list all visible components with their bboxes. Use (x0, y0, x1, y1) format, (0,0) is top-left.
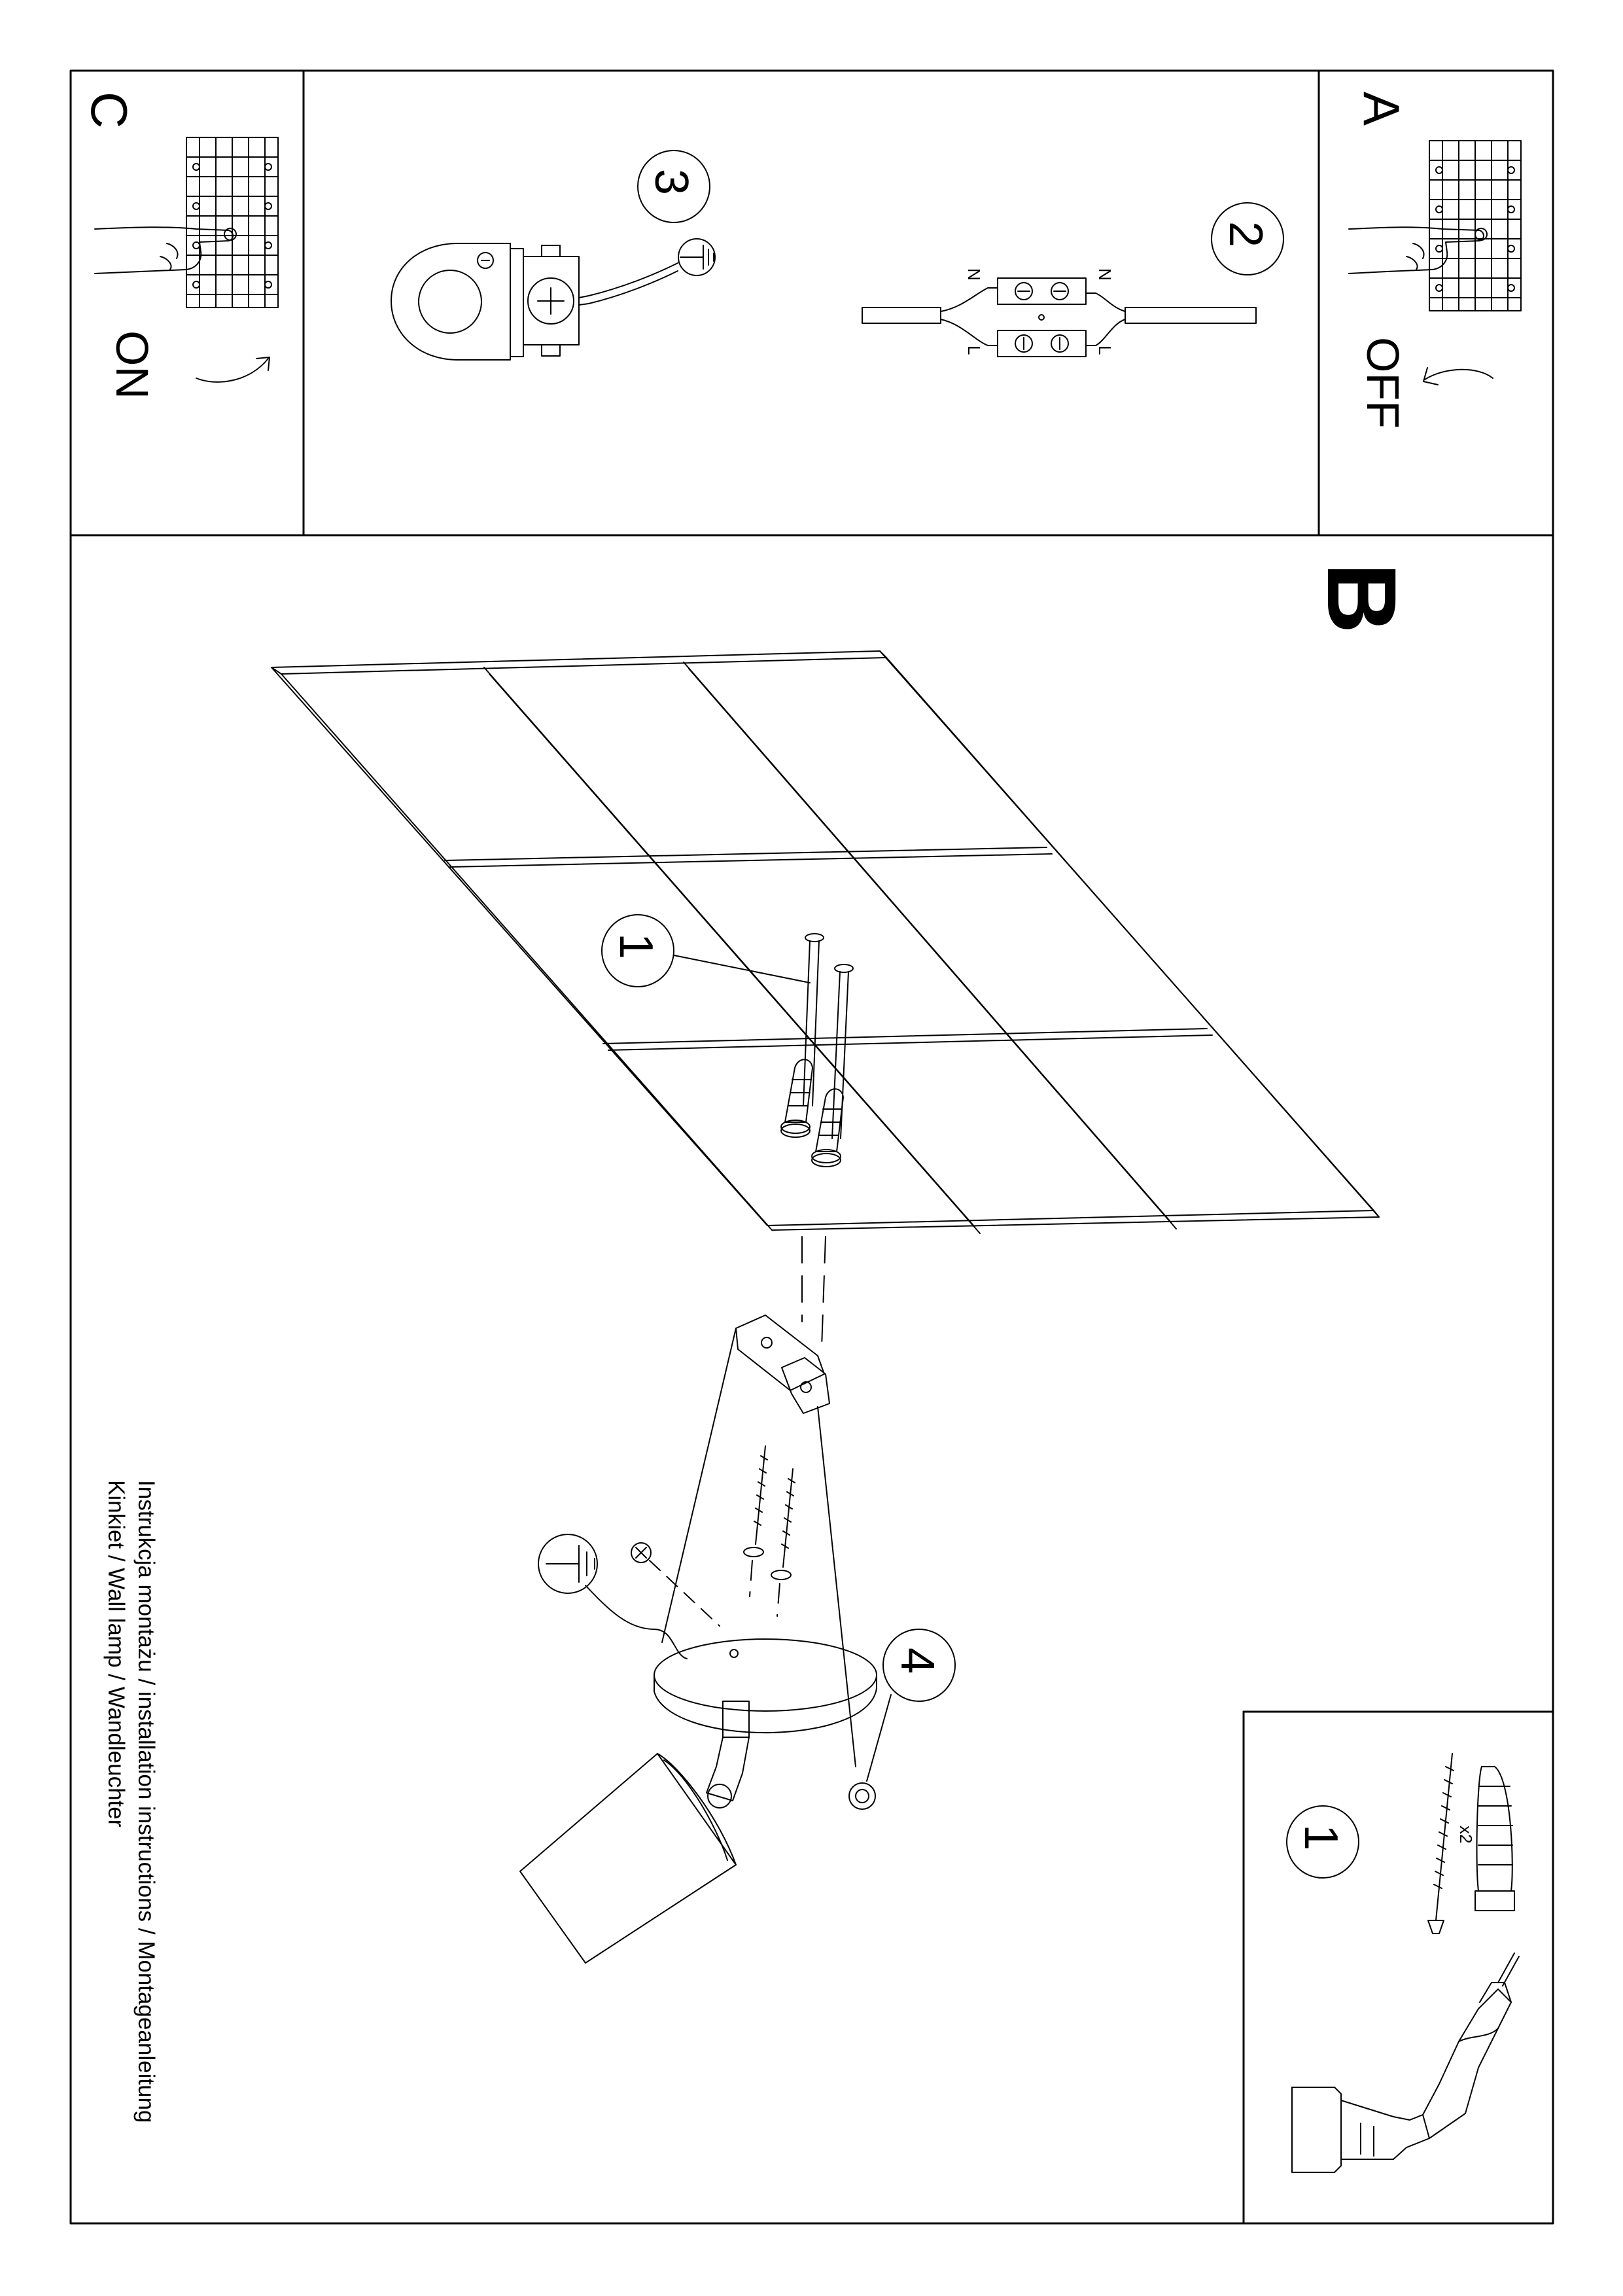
earth-ground-icon (678, 239, 715, 275)
step-3-earth-terminal: 3 (391, 150, 715, 360)
terminal-n-right: N (1095, 268, 1115, 281)
hand-icon (1349, 227, 1487, 274)
terminal-block-l (998, 330, 1086, 357)
parts-number: 1 (1295, 1824, 1347, 1850)
step-1-number: 1 (610, 933, 662, 959)
title-line-2: Kinkiet / Wall lamp / Wandleuchter (103, 1480, 129, 1828)
canopy-icon (654, 1639, 877, 1733)
arrow-head-icon (1423, 368, 1438, 385)
parts-panel: 1 x2 (1287, 1754, 1519, 2172)
title-line-1: Instrukcja montażu / installation instru… (133, 1480, 159, 2123)
wall-plug-icon (812, 1089, 843, 1167)
lamp-shade-icon (520, 1754, 736, 1963)
drill-icon (1292, 1953, 1519, 2172)
lamp-cable-icon (1125, 308, 1256, 323)
panel-c-state-label: ON (107, 330, 158, 399)
panel-a-state-label: OFF (1357, 337, 1408, 429)
earth-wire (579, 263, 678, 298)
panel-a-letter: A (1353, 92, 1410, 126)
terminal-block-n (998, 278, 1086, 304)
mounting-screw-icon (771, 1469, 795, 1580)
step-1-badge (602, 915, 674, 987)
panel-c: C ON (80, 92, 278, 399)
switchboard-icon (1429, 141, 1521, 311)
arrow-icon (1425, 370, 1493, 380)
step-1-anchors: 1 (602, 915, 853, 1348)
document-title: Instrukcja montażu / installation instru… (103, 1480, 159, 2123)
page-frame (71, 71, 1553, 2223)
mounting-bracket-icon (736, 1315, 829, 1413)
cap-screw-icon (631, 1543, 720, 1626)
panel-b-letter: B (1307, 563, 1417, 633)
long-screw-icon (1428, 1754, 1454, 1934)
mounting-screw-icon (744, 1446, 767, 1557)
wall-plug-icon (1475, 1767, 1514, 1911)
lamp-arm-icon (707, 1701, 749, 1808)
supply-cable-icon (862, 308, 941, 323)
step-3-badge (638, 150, 710, 222)
arrow-icon (196, 359, 268, 382)
terminal-l-left: L (964, 345, 984, 355)
parts-quantity: x2 (1456, 1826, 1476, 1843)
arrow-head-icon (256, 357, 270, 370)
step-2-badge (1212, 203, 1283, 275)
panel-a: A OFF (1349, 92, 1521, 429)
grub-screw-icon (849, 1783, 875, 1809)
switchboard-icon (186, 137, 278, 308)
wall-plug-icon (781, 1059, 812, 1137)
ceiling-panels (271, 651, 1379, 1233)
hand-icon (95, 227, 236, 274)
terminal-n-left: N (964, 268, 984, 281)
step-4-badge (883, 1629, 955, 1701)
step-2-number: 2 (1219, 221, 1272, 247)
earth-lug-icon (391, 243, 579, 360)
parts-badge (1287, 1806, 1359, 1878)
earth-ground-icon (538, 1534, 597, 1593)
step-2-connector: 2 N N L L (862, 203, 1283, 357)
terminal-l-right: L (1095, 345, 1115, 355)
step-4-number: 4 (891, 1648, 943, 1674)
step-3-number: 3 (645, 169, 697, 195)
panel-c-letter: C (80, 92, 138, 128)
wall-lamp-assembly: 4 (520, 1315, 955, 1963)
